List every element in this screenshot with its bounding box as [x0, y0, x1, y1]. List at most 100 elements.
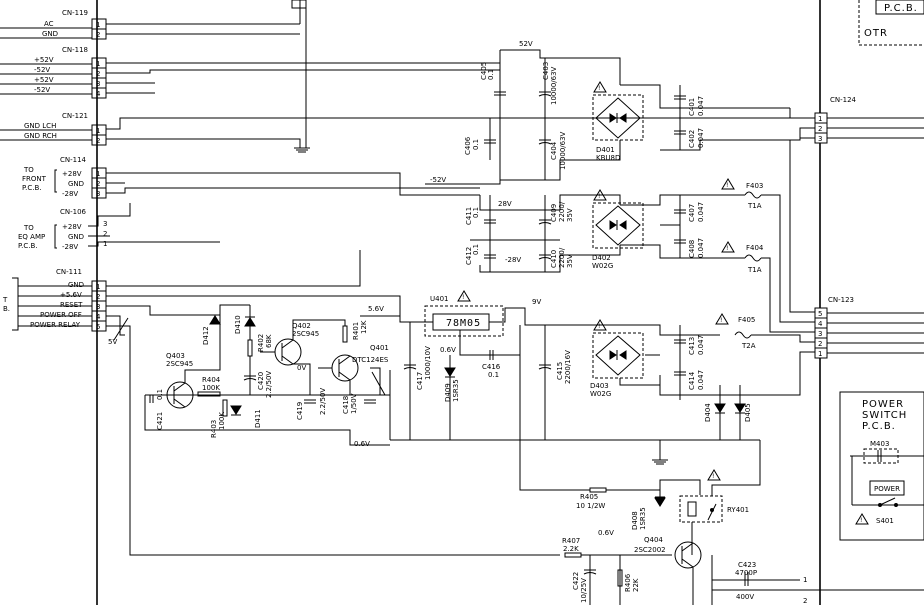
- cn119-pin-ac: AC: [44, 20, 54, 28]
- warning-icon: !: [855, 513, 869, 525]
- svg-text:2: 2: [96, 70, 100, 78]
- svg-text:5: 5: [96, 323, 100, 331]
- d409-part: 1SR35: [452, 379, 460, 402]
- voltage-0-6v-a: 0.6V: [440, 346, 456, 354]
- cn114-group-1: TO: [23, 166, 34, 174]
- cn118-pins: 12 34: [91, 57, 107, 99]
- r402-value: 68K: [265, 334, 273, 348]
- voltage-52v: 52V: [519, 40, 533, 48]
- q404-part: 2SC2002: [634, 546, 666, 554]
- r404-value: 100K: [202, 384, 220, 392]
- r404-label: R404: [202, 376, 221, 384]
- svg-text:4: 4: [818, 320, 823, 328]
- u401-dashed-box: [424, 305, 504, 337]
- otr-label: OTR: [864, 28, 888, 39]
- ry401-coil: [687, 501, 697, 517]
- cn124-label: CN-124: [830, 96, 857, 104]
- ground-symbol-2: [652, 459, 668, 465]
- c411-label: C411: [465, 207, 473, 225]
- q402-label: Q402: [292, 322, 311, 330]
- c423-value: 4700P: [735, 569, 757, 577]
- power-button-label: POWER: [874, 485, 900, 493]
- cn106-bracket: [54, 224, 57, 249]
- cn124-pins: 123: [814, 112, 828, 144]
- r403-value: 100K: [218, 412, 226, 430]
- d401-label: D401: [596, 146, 615, 154]
- cn106-group-1: TO: [23, 224, 34, 232]
- c401-label: C401: [688, 98, 696, 116]
- cn118-pin-1: +52V: [34, 56, 54, 64]
- f404-label: F404: [746, 244, 764, 252]
- c407-label: C407: [688, 204, 696, 222]
- cn111-pin-4: POWER OFF: [40, 311, 82, 319]
- c402-label: C402: [688, 130, 696, 148]
- r401-value: 12K: [360, 320, 368, 334]
- svg-text:1: 1: [96, 283, 100, 291]
- svg-text:2: 2: [818, 340, 822, 348]
- c415-label: C415: [556, 362, 564, 380]
- c410-value: 2200/: [558, 247, 566, 268]
- svg-text:!: !: [720, 317, 722, 324]
- svg-text:!: !: [598, 193, 600, 200]
- cn111-bracket: [12, 277, 19, 331]
- c413-value: 0.047: [697, 335, 705, 355]
- svg-text:3: 3: [96, 80, 100, 88]
- c411-capacitor: [484, 219, 496, 224]
- svg-text:1: 1: [96, 21, 100, 29]
- d403-bridge: [595, 335, 641, 376]
- cn119-pins: 12: [91, 18, 107, 40]
- c422-capacitor: [583, 569, 597, 575]
- svg-text:!: !: [712, 473, 714, 480]
- r402-label: R402: [257, 334, 265, 352]
- voltage-0v: 0V: [297, 364, 306, 372]
- warning-icon: !: [593, 189, 607, 201]
- q403-transistor: [166, 381, 194, 409]
- c422-label: C422: [572, 572, 580, 590]
- c408-capacitor: [674, 239, 686, 244]
- d411-label: D411: [254, 409, 262, 428]
- c410-capacitor: [538, 254, 552, 260]
- svg-text:2: 2: [818, 125, 822, 133]
- d405-diode: [734, 403, 746, 414]
- otr-boundary: [858, 0, 924, 46]
- c412-value: 0.1: [472, 244, 480, 255]
- bottom-pin-2: 2: [803, 597, 807, 605]
- c402-value: 0.047: [697, 128, 705, 148]
- voltage-5-6v: 5.6V: [368, 305, 384, 313]
- c420-capacitor: [243, 375, 257, 381]
- c405-capacitor: [494, 91, 506, 96]
- svg-text:5: 5: [818, 310, 822, 318]
- c406-value: 0.1: [472, 139, 480, 150]
- r401-resistor: [342, 325, 348, 343]
- power-switch-title-1: POWER: [862, 399, 904, 410]
- bottom-pin-1: 1: [803, 576, 807, 584]
- d404-label: D404: [704, 403, 712, 422]
- d403-part: W02G: [590, 390, 611, 398]
- c420-label: C420: [257, 372, 265, 390]
- svg-text:2: 2: [96, 293, 100, 301]
- svg-text:!: !: [598, 85, 600, 92]
- power-button[interactable]: [869, 480, 905, 496]
- c410-voltage: 35V: [566, 254, 574, 268]
- q404-label: Q404: [644, 536, 663, 544]
- d402-dashed-box: [592, 202, 644, 249]
- q402-transistor: [274, 338, 302, 366]
- pcb-label-top: P.C.B.: [884, 3, 918, 14]
- cn114-group-3: P.C.B.: [22, 184, 42, 192]
- f404-fuse: [744, 254, 762, 262]
- ground-symbol-1: [294, 147, 310, 153]
- m403-label: M403: [870, 440, 889, 448]
- svg-text:2: 2: [96, 137, 100, 145]
- svg-text:4: 4: [96, 90, 101, 98]
- d401-part: KBU8D: [596, 154, 620, 162]
- d402-part: W02G: [592, 262, 613, 270]
- cn106-pin-3: -28V: [62, 243, 78, 251]
- svg-text:1: 1: [96, 127, 100, 135]
- c415-capacitor: [538, 364, 552, 370]
- c421-capacitor: [149, 395, 154, 403]
- cn114-pin-3: -28V: [62, 190, 78, 198]
- relay-wire-slant: [113, 317, 129, 341]
- cn106-num-1: 1: [103, 240, 107, 248]
- c404-label: C404: [550, 141, 558, 160]
- cn119-label: CN-119: [62, 9, 88, 17]
